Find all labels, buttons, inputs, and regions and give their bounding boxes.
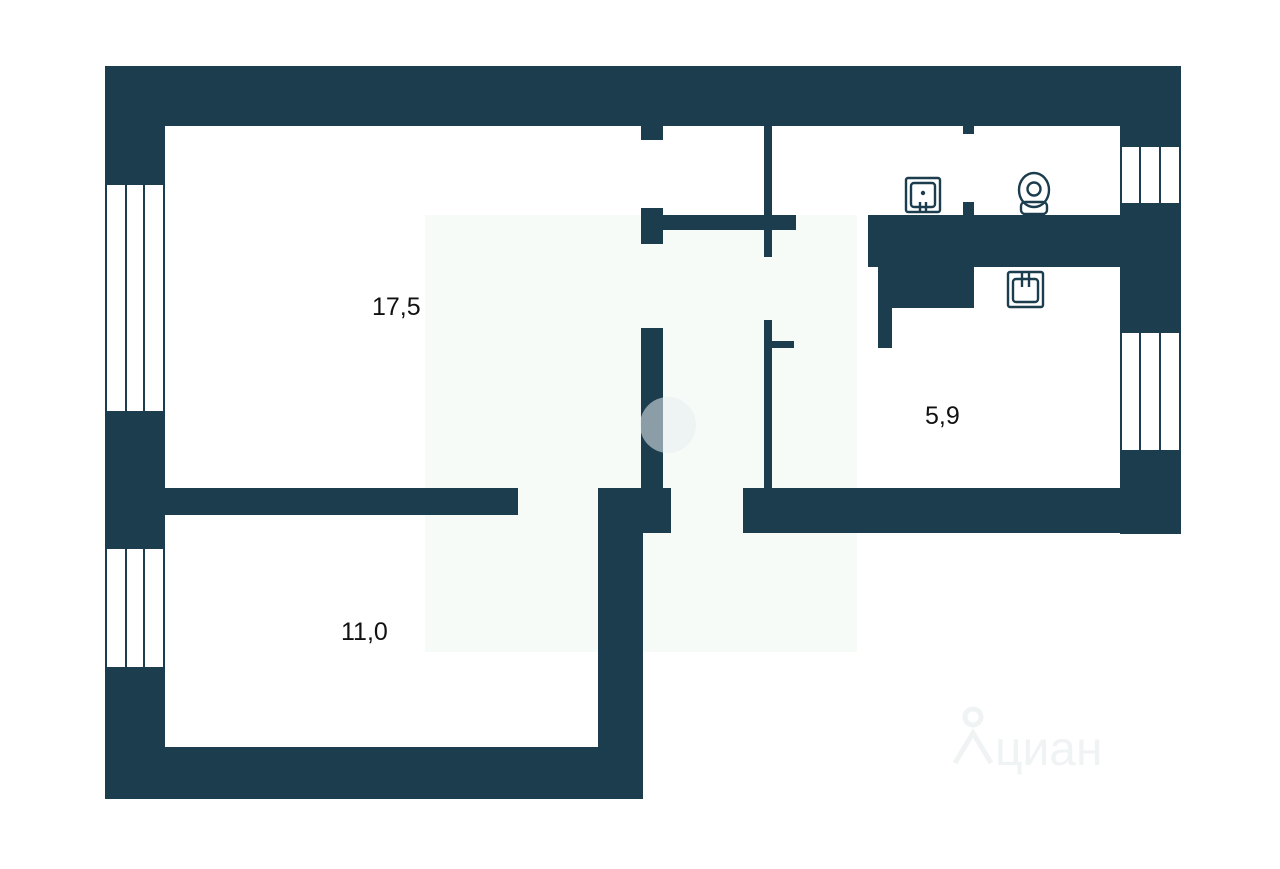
wall-vertical-hall xyxy=(764,126,772,257)
wall-top xyxy=(105,66,1181,126)
wall-right xyxy=(1120,66,1181,534)
room-area-label: 11,0 xyxy=(341,618,388,646)
watermark-logo: циан xyxy=(640,397,1103,776)
wall-kitchen-stub xyxy=(772,341,794,348)
stove-icon xyxy=(1006,270,1045,309)
wall-left xyxy=(105,66,165,799)
walls xyxy=(105,66,1181,799)
wall-bottom-right xyxy=(743,488,1120,533)
toilet-icon xyxy=(1017,171,1051,216)
room-area-label: 17,5 xyxy=(372,293,421,321)
wall-post-1 xyxy=(641,126,663,140)
watermark-brand: циан xyxy=(995,723,1103,776)
wall-bath-divider-top xyxy=(963,126,974,134)
windows xyxy=(105,145,1181,669)
wall-vertical-kitchen xyxy=(764,320,772,488)
wall-bath-post xyxy=(878,300,892,348)
window-left-lower xyxy=(105,547,165,669)
wall-horizontal-hall xyxy=(641,215,796,230)
wall-stub-a xyxy=(598,488,671,533)
wall-right-lower xyxy=(598,488,643,799)
wall-bottom xyxy=(105,747,643,799)
pin-icon xyxy=(952,706,994,765)
wall-bath-divider-bottom xyxy=(963,202,974,216)
sink-icon xyxy=(904,176,942,214)
room-area-label: 5,9 xyxy=(925,402,960,430)
window-right-upper xyxy=(1120,145,1181,205)
wall-divider-rooms xyxy=(165,488,518,515)
wall-bath-block xyxy=(878,230,974,308)
window-right-lower xyxy=(1120,331,1181,452)
window-left-upper xyxy=(105,183,165,413)
